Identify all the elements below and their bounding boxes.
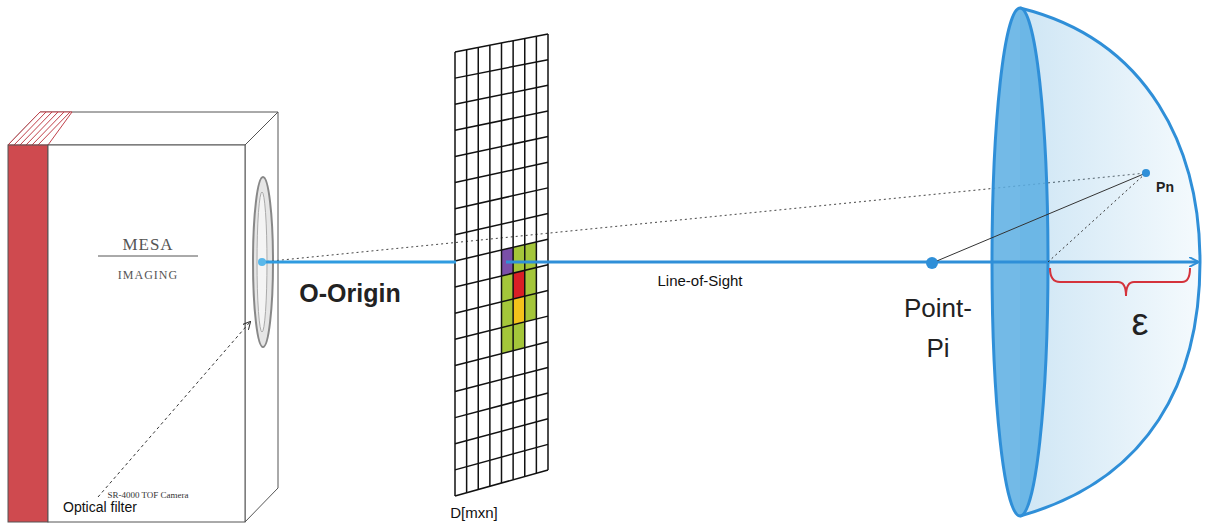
pixel-cell: [525, 268, 537, 297]
model-name: SR-4000 TOF Camera: [107, 490, 188, 500]
pixel-cell: [513, 270, 525, 299]
camera-body: [8, 112, 278, 522]
pixel-cell: [525, 242, 537, 270]
grid-line: [489, 45, 491, 486]
grid-line: [455, 470, 548, 496]
bracket: [1050, 268, 1190, 296]
grid-line: [455, 290, 548, 313]
axis-label: Line-of-Sight: [657, 272, 742, 289]
grid-line: [501, 43, 503, 483]
grid-line: [524, 39, 526, 477]
grid-line: [455, 444, 548, 470]
grid-line: [455, 111, 548, 130]
brand-name: IMAGING: [118, 268, 178, 283]
pixel-cell: [513, 245, 525, 274]
origin-dot: [258, 258, 266, 266]
brand-name: MESA: [122, 235, 173, 255]
leader-line: [98, 322, 250, 497]
grid-line: [455, 342, 548, 366]
pixel-cell: [513, 296, 525, 325]
pixel-cell: [502, 273, 514, 302]
grid-line: [455, 367, 548, 391]
grid-label: D[mxn]: [450, 504, 498, 521]
grid-line: [454, 52, 456, 496]
grid-line: [455, 188, 548, 209]
pixel-cell: [525, 293, 537, 322]
line-of-sight: [264, 261, 456, 264]
ray: [1048, 173, 1146, 262]
line-of-sight: [506, 261, 1198, 264]
point-dot: [926, 257, 938, 269]
grid-line: [512, 41, 514, 480]
grid-line: [547, 34, 549, 470]
grid-line: [455, 316, 548, 339]
grid-line: [455, 393, 548, 418]
pixel-cell: [502, 325, 514, 354]
part-label: Optical filter: [63, 499, 137, 515]
grid-line: [455, 239, 548, 261]
grid-line: [455, 137, 548, 157]
epsilon-label: ε: [1132, 301, 1149, 344]
grid-line: [466, 50, 468, 493]
pixel-cell: [502, 299, 514, 328]
grid-line: [455, 162, 548, 182]
grid-line: [455, 265, 548, 287]
grid-line: [455, 60, 548, 78]
grid-line: [455, 34, 548, 52]
grid-line: [455, 85, 548, 104]
point-label: Point- Pi: [898, 288, 978, 368]
camera-box: MESA IMAGING SR-4000 TOF Camera: [48, 145, 245, 522]
grid-line: [536, 36, 538, 473]
origin-label: O-Origin: [297, 279, 402, 308]
ray: [932, 173, 1146, 263]
point-dot: [1142, 169, 1150, 177]
grid-line: [455, 419, 548, 444]
grid-line: [478, 48, 480, 490]
pixel-grid: [455, 34, 548, 496]
grid-line: [455, 214, 548, 235]
pixel-cell: [513, 322, 525, 351]
point-label: Pn: [1156, 179, 1174, 195]
